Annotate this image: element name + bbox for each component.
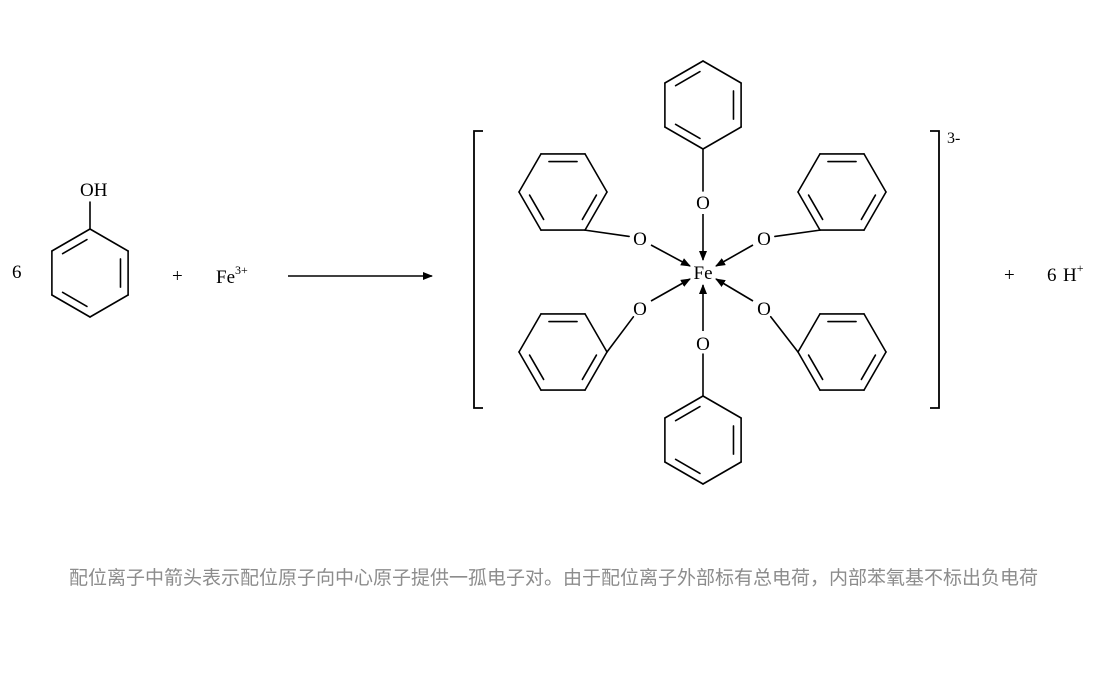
ring-bond	[51, 228, 91, 252]
c-o-bond	[584, 229, 630, 238]
ring-bond	[51, 294, 91, 318]
phenoxide-ligand: O	[664, 60, 742, 261]
iron-charge: 3+	[235, 263, 248, 277]
ring-bond	[797, 153, 821, 193]
proton-charge: +	[1077, 261, 1084, 275]
ring-bond	[702, 60, 742, 84]
oxygen-label: O	[757, 299, 771, 320]
ring-bond	[89, 228, 129, 252]
double-bond	[807, 354, 824, 381]
double-bond	[61, 291, 88, 308]
phenoxide-ring	[518, 153, 608, 231]
phenoxide-ring	[664, 395, 742, 485]
right-bracket	[930, 130, 940, 409]
ring-bond	[584, 153, 608, 193]
ring-bond	[863, 191, 887, 231]
double-bond	[807, 194, 824, 221]
oxygen-label: O	[633, 229, 647, 250]
ring-bond	[664, 461, 704, 485]
phenol-ring	[51, 228, 129, 318]
ring-bond	[702, 461, 742, 485]
c-o-bond	[774, 229, 821, 238]
oxygen-label: O	[696, 193, 710, 214]
plus-sign-2: +	[1004, 265, 1015, 286]
phenoxide-ring	[797, 313, 887, 391]
phenol-molecule	[51, 201, 129, 318]
coordinate-bond-arrow	[715, 278, 754, 302]
ring-bond	[584, 313, 608, 353]
reactant-coefficient: 6	[12, 262, 22, 283]
double-bond	[528, 354, 545, 381]
phenoxide-ligand: O	[518, 153, 691, 267]
phenoxide-ring	[664, 60, 742, 150]
proton: H+	[1063, 261, 1084, 286]
coordinate-bond-arrow	[715, 244, 754, 267]
product-coefficient: 6	[1047, 265, 1057, 286]
oxygen-label: O	[696, 334, 710, 355]
oxygen-label: O	[757, 229, 771, 250]
ring-bond	[702, 126, 742, 150]
complex-charge: 3-	[947, 130, 960, 147]
ring-bond	[863, 351, 887, 391]
double-bond	[674, 458, 701, 475]
ring-bond	[518, 153, 542, 193]
phenoxide-ring	[797, 153, 887, 231]
double-bond	[674, 123, 701, 140]
double-bond	[61, 238, 88, 255]
ring-bond	[664, 60, 704, 84]
double-bond	[528, 194, 545, 221]
double-bond	[674, 70, 701, 87]
ring-bond	[863, 153, 887, 193]
left-bracket	[473, 130, 483, 409]
coordinate-bond-arrow	[650, 244, 691, 267]
ring-bond	[797, 191, 821, 231]
double-bond	[860, 354, 877, 381]
figure-caption: 配位离子中箭头表示配位原子向中心原子提供一孤电子对。由于配位离子外部标有总电荷，…	[68, 567, 1038, 589]
phenoxide-ligand: O	[715, 153, 887, 267]
phenoxide-ligand: O	[664, 284, 742, 485]
ring-bond	[89, 294, 129, 318]
c-o-bond	[769, 315, 799, 353]
phenoxide-ligand: O	[715, 278, 887, 391]
iron-symbol: Fe	[216, 267, 235, 288]
coordinate-bond-arrow	[650, 278, 691, 302]
iron-ion: Fe3+	[216, 263, 248, 288]
complex-center-fe: Fe	[694, 263, 713, 284]
ring-bond	[518, 351, 542, 391]
phenoxide-ligand: O	[518, 278, 691, 391]
ring-bond	[664, 395, 704, 419]
double-bond	[674, 405, 701, 422]
ring-bond	[518, 191, 542, 231]
phenol-oh-label: OH	[80, 180, 108, 201]
phenoxide-ring	[518, 313, 608, 391]
oxygen-label: O	[633, 299, 647, 320]
ring-bond	[863, 313, 887, 353]
ring-bond	[664, 126, 704, 150]
ring-bond	[797, 351, 821, 391]
ring-bond	[702, 395, 742, 419]
double-bond	[581, 354, 598, 381]
c-o-bond	[606, 315, 635, 353]
double-bond	[860, 194, 877, 221]
ring-bond	[518, 313, 542, 353]
proton-symbol: H	[1063, 265, 1077, 286]
double-bond	[581, 194, 598, 221]
ring-bond	[584, 191, 608, 231]
iron-phenoxide-complex: O O O O O O	[518, 60, 887, 485]
plus-sign-1: +	[172, 266, 183, 287]
ring-bond	[584, 351, 608, 391]
ring-bond	[797, 313, 821, 353]
